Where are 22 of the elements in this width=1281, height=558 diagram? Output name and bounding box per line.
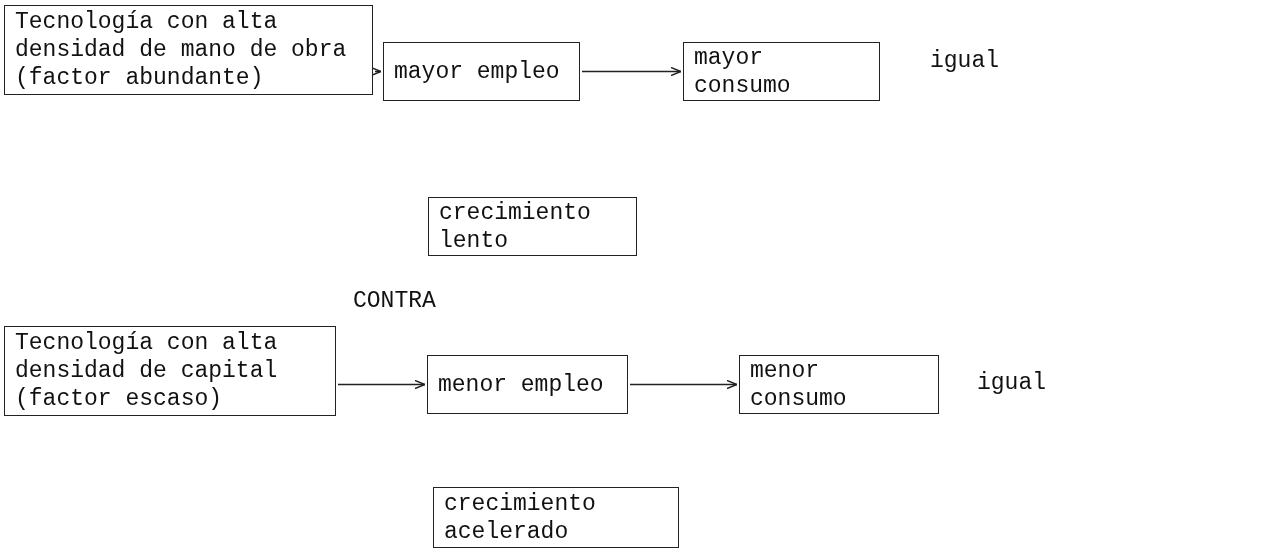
process-box — [433, 487, 679, 548]
box-text: menor empleo — [438, 370, 604, 399]
box-text: Tecnología con alta densidad de capital (factor escaso) — [15, 329, 279, 413]
box-text: Tecnología con alta densidad de mano de obra (factor abundante) — [15, 8, 348, 92]
process-box — [683, 42, 880, 101]
note-text: igual — [930, 48, 999, 74]
box-text: menor consumo — [750, 356, 848, 413]
note-text: igual — [977, 370, 1046, 396]
arrow — [629, 379, 738, 390]
box-text: crecimiento acelerado — [444, 489, 597, 546]
box-text: mayor empleo — [394, 57, 560, 86]
note-text: CONTRA — [353, 288, 436, 314]
process-box — [383, 42, 580, 101]
box-text: crecimiento lento — [439, 198, 592, 255]
process-box — [4, 5, 373, 95]
arrow — [581, 66, 682, 77]
process-box — [739, 355, 939, 414]
arrow — [337, 379, 426, 390]
process-box — [428, 197, 637, 256]
process-box — [427, 355, 628, 414]
process-box — [4, 326, 336, 416]
box-text: mayor consumo — [694, 43, 792, 100]
